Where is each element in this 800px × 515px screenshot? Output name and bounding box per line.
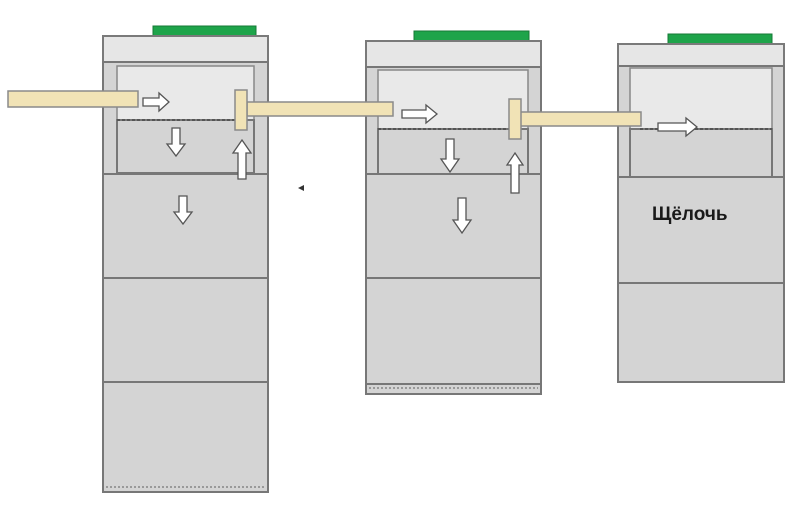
tank-3-lid bbox=[617, 43, 785, 67]
tank-2-lid bbox=[365, 40, 542, 68]
alkali-label: Щёлочь bbox=[652, 204, 728, 225]
tank-2 bbox=[365, 30, 542, 395]
flow-down-arrow-icon bbox=[165, 127, 187, 158]
transfer-pipe-1 bbox=[246, 101, 394, 117]
flow-right-arrow-icon bbox=[401, 103, 439, 125]
tank-1-mid-chamber bbox=[116, 119, 255, 174]
flow-down-arrow-icon bbox=[172, 195, 194, 226]
flow-right-arrow-icon bbox=[142, 91, 170, 113]
flow-down-arrow-icon bbox=[439, 138, 461, 174]
outlet-tee-1 bbox=[234, 89, 248, 131]
tank-2-section-3 bbox=[365, 277, 542, 385]
transfer-pipe-2 bbox=[519, 111, 642, 127]
tank-3-section-2 bbox=[617, 176, 785, 284]
tank-1-lid bbox=[102, 35, 269, 63]
flow-down-arrow-icon bbox=[451, 197, 473, 235]
tank-1-section-4 bbox=[102, 381, 269, 493]
tank-1 bbox=[102, 25, 269, 493]
stray-arrow-mark bbox=[298, 185, 304, 191]
flow-right-arrow-icon bbox=[657, 116, 699, 138]
flow-up-arrow-icon bbox=[505, 151, 525, 194]
tank-3-section-3 bbox=[617, 282, 785, 383]
tank-3-upper-chamber bbox=[629, 67, 773, 130]
tank-3 bbox=[617, 33, 785, 383]
tank-1-section-2 bbox=[102, 173, 269, 279]
tank-1-section-3 bbox=[102, 277, 269, 383]
flow-up-arrow-icon bbox=[231, 138, 253, 180]
tank-3-mid-chamber bbox=[629, 128, 773, 178]
tank-2-upper-chamber bbox=[377, 69, 529, 130]
outlet-tee-2 bbox=[508, 98, 522, 140]
inlet-pipe bbox=[7, 90, 139, 108]
